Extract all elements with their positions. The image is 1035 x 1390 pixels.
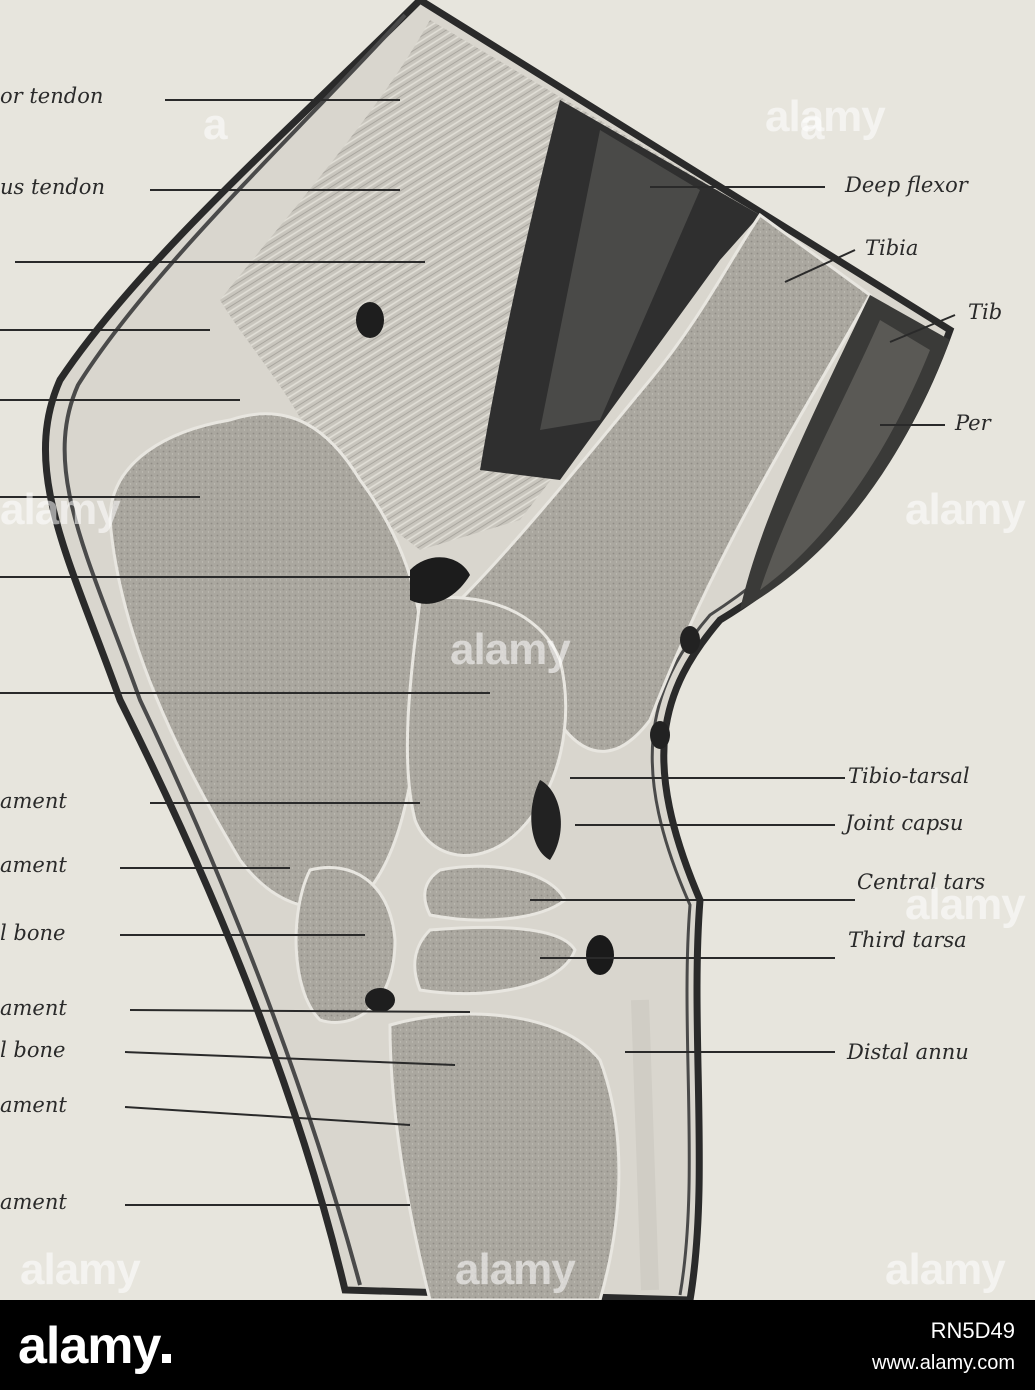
label-ligament-d: ament [0,1093,67,1117]
label-tibialis: Tib [968,300,1003,324]
label-ligament-a: ament [0,789,67,813]
label-ligament-e: ament [0,1190,67,1214]
watermark-logo: alamy [0,485,121,534]
brand-logo[interactable]: alamy [18,1316,172,1376]
label-third-tarsal: Third tarsa [848,928,967,952]
leader-lines [0,99,956,1206]
stock-image-id: RN5D49 [930,1318,1015,1343]
label-peroneus: Per [955,411,991,435]
stock-footer: alamy RN5D49 www.alamy.com [0,1300,1035,1390]
watermark-logo: alamy [905,485,1026,534]
label-tarsal-bone-b: l bone [0,1038,66,1062]
label-tarsal-bone-a: l bone [0,921,66,945]
label-distal-annular: Distal annu [847,1040,969,1064]
watermark-tile: a [800,100,825,149]
third-tarsal-bone [413,925,577,996]
watermark-logo: alamy [885,1245,1006,1294]
site-url[interactable]: www.alamy.com [872,1352,1015,1374]
label-ligament-c: ament [0,996,67,1020]
label-tibia: Tibia [865,236,919,260]
label-central-tarsal: Central tars [857,870,986,894]
watermark-logo: alamy [450,625,571,674]
watermark-logo: alamy [765,92,886,141]
label-ligament-b: ament [0,853,67,877]
label-joint-capsule: Joint capsu [845,811,964,835]
anatomical-plate: or tendon us tendon ament ament l bone a… [0,0,1026,1300]
metatarsal-bone [388,1012,621,1300]
label-tendon: us tendon [0,175,105,199]
central-tarsal-bone [423,864,567,922]
label-deep-flexor: Deep flexor [845,173,968,197]
talus-bone [405,596,568,857]
watermark-logo: alamy [20,1245,141,1294]
watermark-tile: a [203,100,228,149]
watermark-logo: alamy [905,880,1026,929]
label-flexor-tendon: or tendon [0,84,104,108]
watermark-logo: alamy [455,1245,576,1294]
label-tibio-tarsal: Tibio-tarsal [848,764,970,788]
hock-section-illustration [41,0,955,1300]
